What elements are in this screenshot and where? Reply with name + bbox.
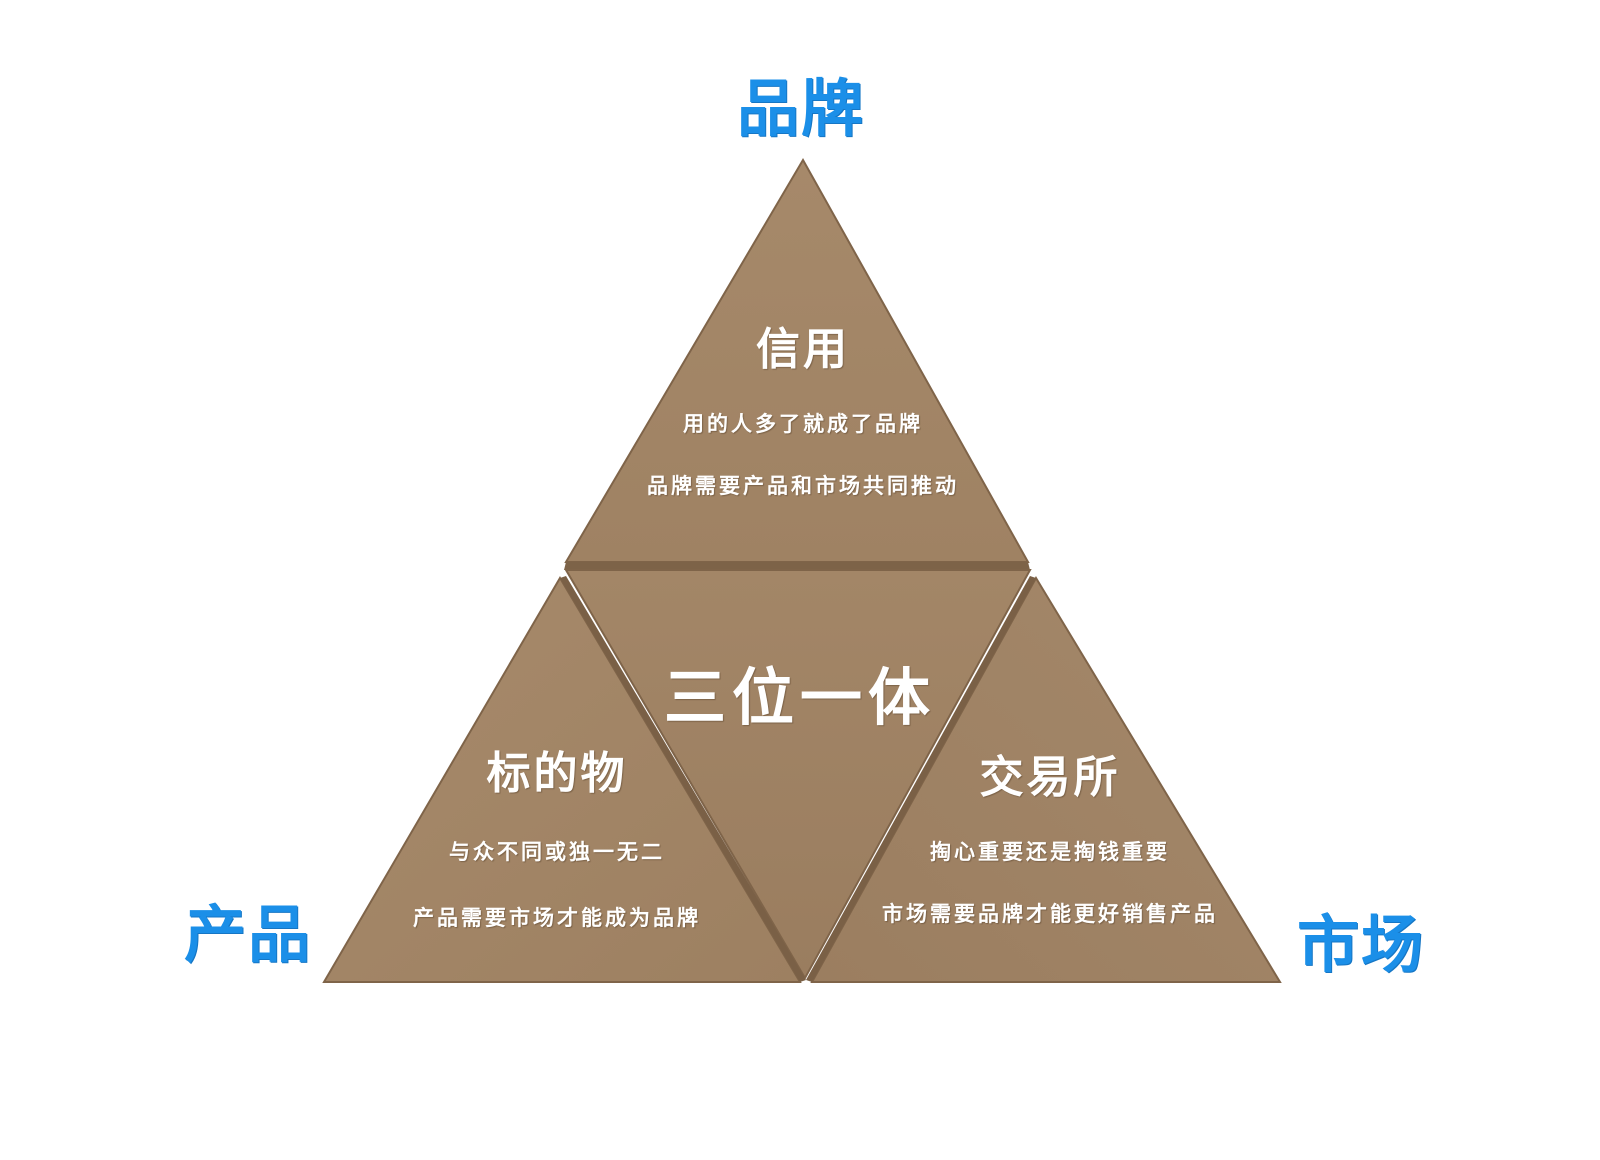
corner-label-brand: 品牌 xyxy=(737,72,866,145)
left-triangle-line-1: 与众不同或独一无二 xyxy=(449,840,665,864)
top-triangle-title: 信用 xyxy=(756,324,850,375)
center-triangle xyxy=(564,569,1032,981)
right-triangle-title: 交易所 xyxy=(979,752,1121,803)
left-triangle-edge-shadow xyxy=(560,576,806,982)
left-triangle-title: 标的物 xyxy=(486,748,628,799)
right-triangle-line-2: 市场需要品牌才能更好销售产品 xyxy=(882,902,1218,926)
corner-label-market: 市场 xyxy=(1297,908,1426,981)
right-triangle-edge-shadow xyxy=(806,576,1036,982)
left-triangle-line-2: 产品需要市场才能成为品牌 xyxy=(413,906,701,930)
top-triangle-thickness xyxy=(564,562,1030,570)
top-triangle-line-2: 品牌需要产品和市场共同推动 xyxy=(647,474,959,498)
top-triangle-line-1: 用的人多了就成了品牌 xyxy=(683,412,923,436)
right-triangle-line-1: 掏心重要还是掏钱重要 xyxy=(930,840,1170,864)
center-triangle-title: 三位一体 xyxy=(663,661,936,734)
corner-label-product: 产品 xyxy=(184,898,313,971)
